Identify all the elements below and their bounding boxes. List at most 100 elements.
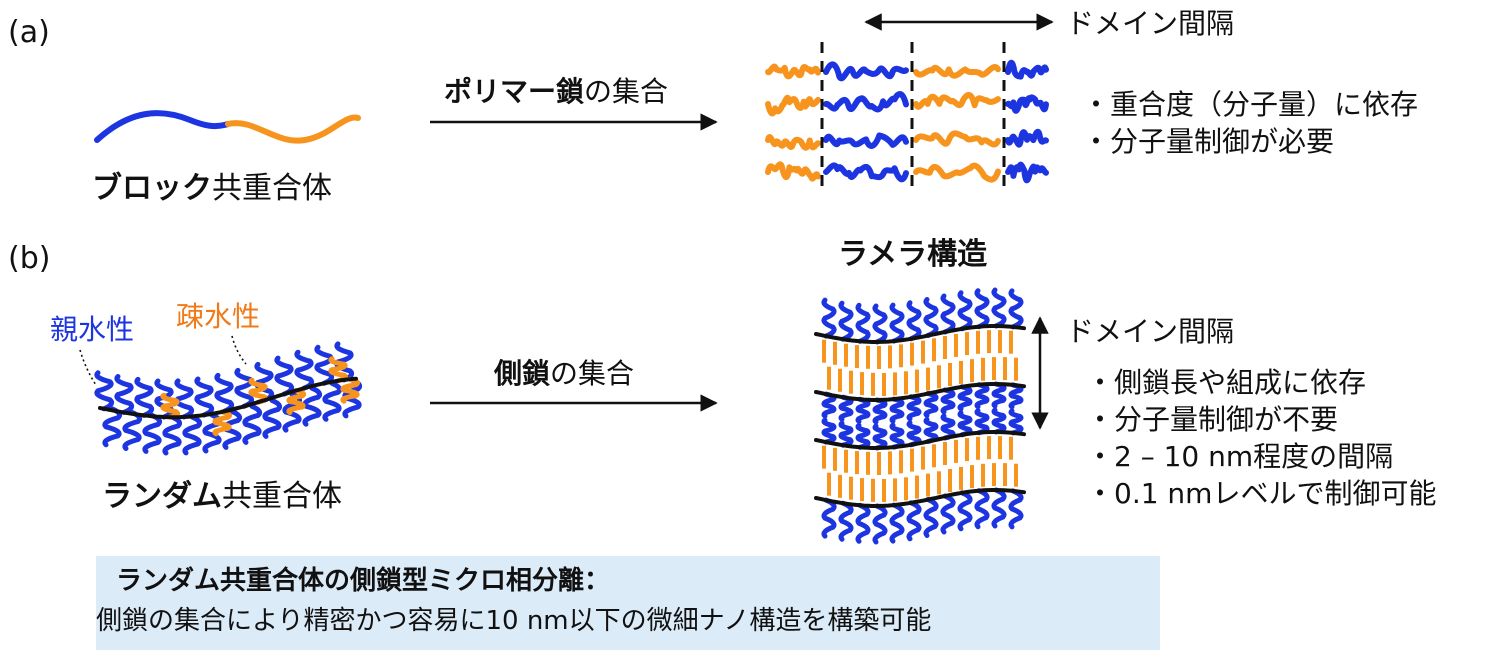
hydrophilic-side-chain <box>872 423 888 451</box>
hydrophilic-coil <box>823 132 909 149</box>
lamella-backbone <box>814 430 1026 450</box>
hydrophilic-side-chain <box>821 297 837 339</box>
arrow-a-label: ポリマー鎖の集合 <box>444 78 668 106</box>
hydrophilic-side-chain <box>102 406 122 448</box>
bullet-b-1: ・側鎖長や組成に依存 <box>1086 366 1367 399</box>
hydrophilic-side-chain <box>940 387 956 415</box>
bullet-b-3: ・2 – 10 nm程度の間隔 <box>1086 440 1394 473</box>
hydrophilic-side-chain <box>872 303 888 345</box>
panel-label-b: (b) <box>8 241 51 276</box>
hydrophilic-label: 親水性 <box>50 313 135 346</box>
hydrophobic-side-chain <box>212 409 232 437</box>
block-copolymer-bold: ブロック <box>92 171 212 206</box>
hydrophobic-coil <box>913 130 1001 148</box>
domain-spacing-label-b: ドメイン間隔 <box>1066 315 1235 348</box>
bullet-a-1: ・重合度（分子量）に依存 <box>1082 88 1419 121</box>
hydrophilic-side-chain <box>991 487 1007 529</box>
hydrophilic-side-chain <box>142 412 162 454</box>
summary-body: 側鎖の集合により精密かつ容易に10 nm以下の微細ナノ構造を構築可能 <box>96 606 932 636</box>
hydrophilic-side-chain <box>1008 288 1024 330</box>
hydrophilic-side-chain <box>889 302 905 344</box>
arrow-b-label-bold: 側鎖 <box>494 357 551 390</box>
hydrophilic-side-chain <box>855 422 871 450</box>
arrow-a-label-rest: の集合 <box>584 75 669 108</box>
summary-title: ランダム共重合体の側鎖型ミクロ相分離： <box>116 566 611 596</box>
hydrophobic-side-chain <box>160 392 180 420</box>
hydrophilic-side-chain <box>940 493 956 535</box>
hydrophilic-coil <box>1005 94 1049 114</box>
bullet-b-2: ・分子量制御が不要 <box>1086 403 1339 436</box>
hydrophilic-side-chain <box>282 391 302 433</box>
hydrophobic-coil <box>913 92 1001 110</box>
hydrophilic-side-chain <box>991 287 1007 329</box>
hydrophilic-side-chain <box>906 500 922 542</box>
hydrophilic-side-chain <box>957 490 973 532</box>
hydrophilic-side-chain <box>174 378 194 420</box>
hydrophilic-side-chain <box>294 349 314 391</box>
hydrophilic-side-chain <box>242 403 262 445</box>
hydrophilic-side-chain <box>923 417 939 444</box>
hydrophilic-side-chain <box>821 391 837 419</box>
lamella-backbone <box>814 324 1026 344</box>
hydrophilic-coil <box>823 162 909 183</box>
hydrophilic-side-chain <box>114 374 134 415</box>
hydrophilic-side-chain <box>1008 488 1024 530</box>
hydrophilic-side-chain <box>855 302 871 344</box>
domain-boundary-lines <box>820 42 1006 194</box>
hydrophilic-side-chain <box>906 420 922 448</box>
hydrophilic-side-chain <box>957 384 973 412</box>
hydrophobic-coil <box>765 63 821 80</box>
side-chain-lamella-structure <box>814 287 1026 545</box>
hydrophobic-coil <box>765 161 821 182</box>
hydrophilic-side-chain <box>872 503 888 545</box>
hydrophilic-side-chain <box>214 372 234 414</box>
hydrophilic-side-chain <box>906 300 922 342</box>
hydrophobic-label: 疎水性 <box>176 300 261 333</box>
polymer-backbone <box>98 376 358 420</box>
hydrophobic-coil <box>765 134 821 151</box>
hydrophilic-side-chain <box>957 290 973 332</box>
hydrophilic-coil <box>1005 128 1049 148</box>
bullets-a: ・重合度（分子量）に依存 ・分子量制御が必要 <box>1082 86 1418 160</box>
hydrophilic-side-chain <box>974 382 990 410</box>
hydrophilic-side-chain <box>838 420 854 448</box>
hydrophilic-side-chain <box>940 293 956 335</box>
hydrophilic-side-chain <box>974 408 990 436</box>
hydrophilic-side-chain <box>923 297 939 338</box>
arrow-b-label-rest: の集合 <box>550 357 635 390</box>
bullet-b-4: ・0.1 nmレベルで制御可能 <box>1086 477 1437 510</box>
random-copolymer-bold: ランダム <box>102 479 222 514</box>
hydrophilic-side-chain <box>182 414 202 456</box>
hydrophilic-side-chain <box>906 394 922 422</box>
hydrophilic-side-chain <box>122 409 142 451</box>
hydrophilic-side-chain <box>923 391 939 418</box>
hydrophilic-side-chain <box>889 422 905 450</box>
hydrophilic-coil <box>823 91 909 113</box>
block-copolymer-caption: ブロック共重合体 <box>92 174 332 204</box>
hydrophilic-side-chain <box>262 397 282 439</box>
bullet-a-2: ・分子量制御が必要 <box>1082 125 1335 158</box>
block-lamella-aggregate <box>765 59 1049 184</box>
hydrophilic-side-chain <box>889 396 905 424</box>
hydrophilic-side-chain <box>162 414 182 456</box>
hydrophobic-coil <box>913 162 1001 183</box>
hydrophilic-side-chain <box>940 413 956 441</box>
lamella-backbone <box>814 488 1026 508</box>
label-pointers <box>79 335 247 386</box>
hydrophilic-side-chain <box>974 288 990 330</box>
hydrophilic-side-chain <box>194 376 214 418</box>
hydrophilic-side-chain <box>855 502 871 544</box>
hydrophilic-side-chain <box>314 344 334 386</box>
hydrophilic-side-chain <box>838 300 854 342</box>
hydrophilic-side-chain <box>821 497 837 539</box>
random-copolymer-caption: ランダム共重合体 <box>102 482 342 512</box>
hydrophilic-side-chain <box>838 394 854 422</box>
lamella-structure-title: ラメラ構造 <box>838 237 988 272</box>
hydrophilic-side-chain <box>889 502 905 544</box>
hydrophilic-coil <box>1005 59 1049 80</box>
hydrophilic-side-chain <box>957 410 973 438</box>
hydrophilic-side-chain <box>302 385 322 427</box>
block-copolymer-chain <box>94 110 361 144</box>
arrow-b-label: 側鎖の集合 <box>494 360 634 388</box>
domain-spacing-label-a: ドメイン間隔 <box>1066 7 1235 40</box>
